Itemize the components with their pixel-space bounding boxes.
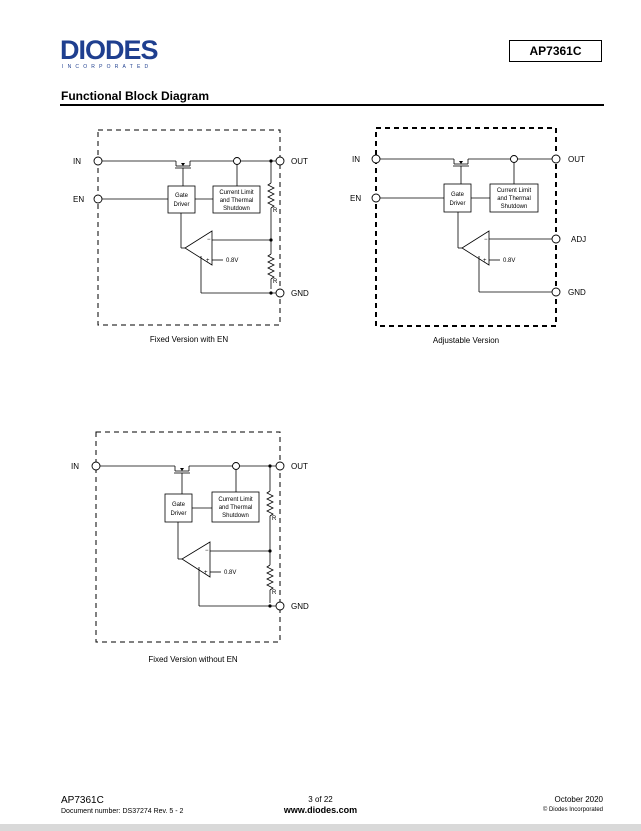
resistor-bottom bbox=[267, 253, 275, 280]
resistor-bottom bbox=[266, 564, 274, 591]
protection-line1: Current Limit bbox=[219, 190, 254, 196]
resistor-top-label: R bbox=[273, 208, 278, 214]
gnd-pin bbox=[275, 601, 285, 611]
gnd-label: GND bbox=[291, 602, 309, 611]
gate-driver-block bbox=[164, 493, 193, 523]
footer-page-number: 3 of 22 bbox=[308, 795, 333, 804]
out-pin bbox=[275, 461, 285, 471]
section-title: Functional Block Diagram bbox=[61, 89, 210, 103]
in-label: IN bbox=[73, 157, 81, 166]
footer-part-number: AP7361C bbox=[61, 795, 104, 806]
svg-text:−: − bbox=[207, 237, 211, 243]
gate-driver-line2: Driver bbox=[171, 511, 187, 517]
gate-driver-block bbox=[167, 185, 196, 214]
adj-pin bbox=[551, 234, 561, 244]
svg-text:+: + bbox=[206, 258, 210, 264]
sense-node bbox=[232, 462, 240, 470]
gate-driver-line2: Driver bbox=[450, 201, 466, 207]
pass-transistor bbox=[175, 161, 191, 186]
out-pin bbox=[551, 154, 561, 164]
gate-driver-block bbox=[443, 183, 472, 213]
en-label: EN bbox=[350, 194, 361, 203]
gate-driver-line2: Driver bbox=[174, 202, 190, 208]
package-outline bbox=[375, 127, 557, 327]
protection-line1: Current Limit bbox=[218, 497, 253, 503]
footer-document-number: Document number: DS37274 Rev. 5 - 2 bbox=[61, 808, 184, 815]
protection-line3: Shutdown bbox=[501, 204, 528, 210]
diodes-logo: DIODES INCORPORATED bbox=[60, 35, 159, 70]
caption-fixed-without-en: Fixed Version without EN bbox=[148, 655, 238, 664]
svg-text:−: − bbox=[205, 548, 209, 554]
out-label: OUT bbox=[291, 462, 308, 471]
adj-label: ADJ bbox=[571, 235, 586, 244]
footer-date: October 2020 bbox=[554, 795, 603, 804]
pass-transistor bbox=[174, 466, 190, 494]
pass-transistor bbox=[453, 159, 469, 184]
out-label: OUT bbox=[291, 157, 308, 166]
sense-node bbox=[233, 157, 241, 165]
gnd-pin bbox=[551, 287, 561, 297]
svg-text:+: + bbox=[483, 258, 487, 264]
diagram-fixed-without-en: IN OUT Gate Driver Current Limit and The… bbox=[71, 431, 309, 664]
in-label: IN bbox=[352, 155, 360, 164]
caption-adjustable: Adjustable Version bbox=[433, 336, 499, 345]
package-outline bbox=[97, 129, 281, 326]
reference-label: 0.8V bbox=[503, 258, 515, 264]
part-number-box: AP7361C bbox=[509, 40, 602, 62]
resistor-bottom-label: R bbox=[273, 279, 278, 285]
section-rule bbox=[60, 104, 604, 106]
footer-website-link[interactable]: www.diodes.com bbox=[283, 805, 358, 815]
protection-line3: Shutdown bbox=[223, 206, 250, 212]
protection-line1: Current Limit bbox=[497, 188, 532, 194]
en-label: EN bbox=[73, 195, 84, 204]
protection-block bbox=[211, 491, 260, 523]
en-pin bbox=[93, 194, 103, 204]
footer-copyright: © Diodes Incorporated bbox=[542, 807, 603, 813]
gnd-label: GND bbox=[291, 289, 309, 298]
protection-block bbox=[489, 183, 539, 213]
in-pin bbox=[93, 156, 103, 166]
reference-label: 0.8V bbox=[226, 258, 238, 264]
resistor-top bbox=[266, 490, 274, 517]
in-pin bbox=[371, 154, 381, 164]
protection-line3: Shutdown bbox=[222, 513, 249, 519]
resistor-top bbox=[267, 182, 275, 209]
out-label: OUT bbox=[568, 155, 585, 164]
protection-line2: and Thermal bbox=[219, 505, 253, 511]
gate-driver-line1: Gate bbox=[451, 192, 465, 198]
gnd-pin bbox=[275, 288, 285, 298]
in-pin bbox=[91, 461, 101, 471]
resistor-bottom-label: R bbox=[272, 590, 277, 596]
caption-fixed-with-en: Fixed Version with EN bbox=[150, 335, 228, 344]
out-pin bbox=[275, 156, 285, 166]
protection-block bbox=[212, 185, 261, 214]
resistor-top-label: R bbox=[272, 516, 277, 522]
diagram-fixed-with-en: IN OUT EN Gate Driver Current Limit and … bbox=[73, 129, 309, 344]
page-bottom-edge bbox=[0, 824, 641, 831]
gnd-label: GND bbox=[568, 288, 586, 297]
protection-line2: and Thermal bbox=[497, 196, 531, 202]
svg-text:−: − bbox=[484, 237, 488, 243]
en-pin bbox=[371, 193, 381, 203]
logo-subtext: INCORPORATED bbox=[62, 64, 152, 70]
logo-text: DIODES bbox=[60, 35, 158, 65]
gate-driver-line1: Gate bbox=[172, 502, 186, 508]
error-amplifier bbox=[181, 541, 211, 578]
protection-line2: and Thermal bbox=[220, 198, 254, 204]
error-amplifier bbox=[461, 230, 490, 266]
svg-text:+: + bbox=[204, 570, 208, 576]
part-number: AP7361C bbox=[529, 44, 582, 58]
error-amplifier bbox=[184, 230, 213, 266]
diagram-adjustable: IN OUT EN Gate Driver Current Limit and … bbox=[350, 127, 586, 345]
in-label: IN bbox=[71, 462, 79, 471]
package-outline bbox=[95, 431, 281, 643]
sense-node bbox=[510, 155, 518, 163]
reference-label: 0.8V bbox=[224, 570, 236, 576]
gate-driver-line1: Gate bbox=[175, 193, 189, 199]
